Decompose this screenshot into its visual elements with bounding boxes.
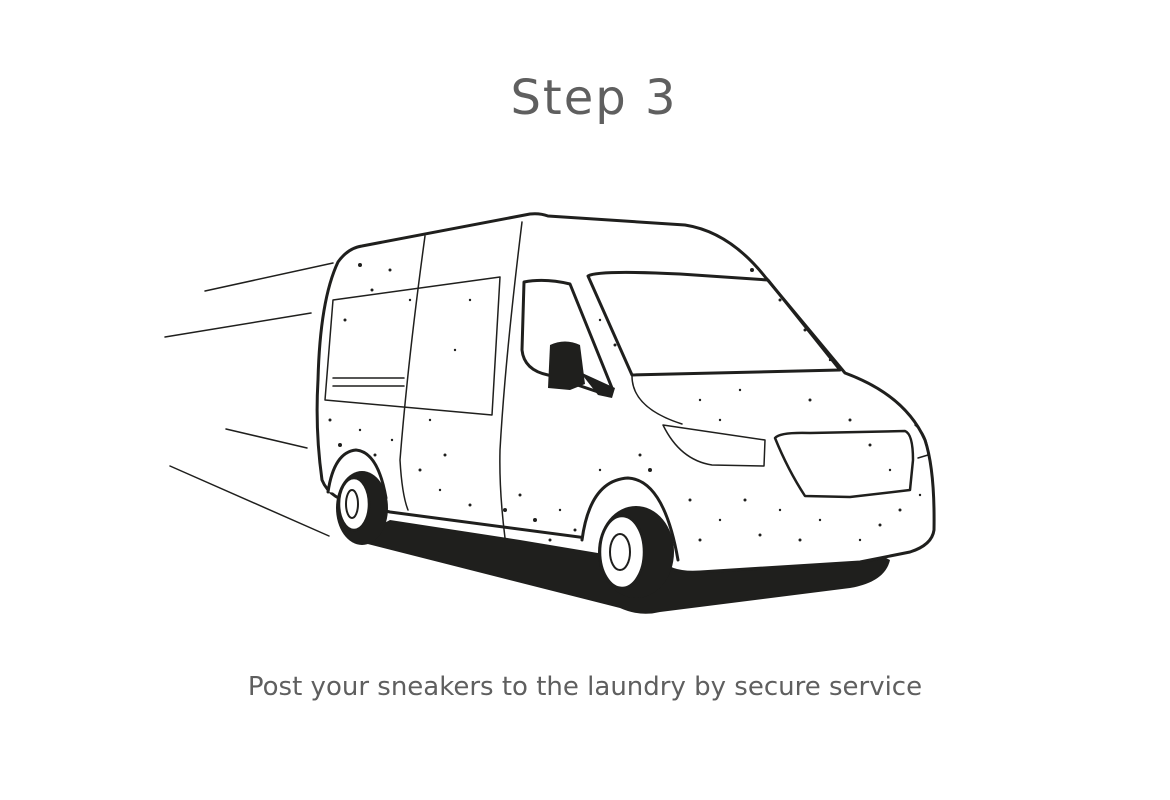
speckle-texture [328, 263, 922, 542]
mirror [548, 341, 585, 390]
step-description: Post your sneakers to the laundry by sec… [247, 672, 923, 702]
van-body [315, 212, 936, 574]
step-title: Step 3 [510, 70, 678, 126]
speed-lines [164, 262, 334, 537]
